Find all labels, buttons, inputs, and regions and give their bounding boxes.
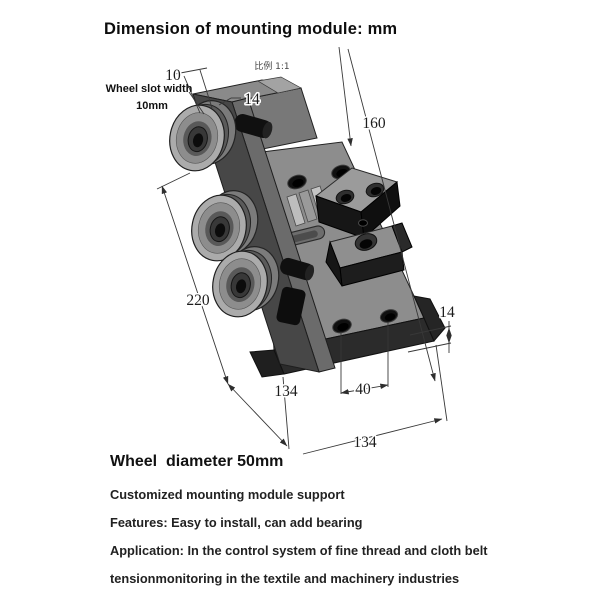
- dim-40-line: [340, 383, 389, 395]
- wheel-diameter-heading: Wheel diameter 50mm: [110, 453, 284, 470]
- block-right-face: [360, 181, 401, 240]
- base-hole-bore: [384, 313, 396, 321]
- dim-14R-ext1: [409, 325, 452, 336]
- plate-top-chamfer: [257, 76, 302, 94]
- clamp-block-lower: [325, 222, 413, 287]
- dim-14top-leader: [218, 97, 232, 106]
- dim-160-line1: [338, 46, 353, 147]
- wheel-bore: [235, 279, 247, 294]
- wheel-top: [169, 100, 237, 172]
- wheel-slot-callout-line1: Wheel slot width: [106, 83, 193, 95]
- clamp-block-upper: [314, 167, 401, 240]
- scale-label: 比例 1:1: [254, 60, 289, 72]
- cylinder-body: [234, 114, 272, 138]
- base-bevel-corner: [413, 295, 446, 342]
- cylinder-end: [262, 121, 273, 139]
- block-left-bevel: [325, 240, 343, 287]
- detail-line: Customized mounting module support: [110, 487, 345, 502]
- dim-220-label: 220: [186, 292, 210, 309]
- rib: [286, 193, 306, 227]
- detail-line: Features: Easy to install, can add beari…: [110, 515, 363, 530]
- block-hole-bore: [370, 187, 382, 195]
- dimension-annotations: 10 Wheel slot width 10mm 14 比例 1:1 160 2…: [106, 46, 457, 455]
- spacer-cylinder-middle: [280, 257, 315, 281]
- detail-line: Application: In the control system of fi…: [110, 543, 488, 558]
- dim-10-ext1: [183, 75, 201, 114]
- dim-160-label: 160: [362, 115, 386, 132]
- dim-10-label: 10: [165, 67, 181, 84]
- wheel-bore: [192, 133, 204, 148]
- dim-14top-label: 14: [244, 91, 260, 108]
- spacer-cylinder-top: [234, 114, 273, 139]
- dim-10-ext2: [199, 69, 213, 109]
- spacer-block-bottom: [276, 286, 306, 326]
- dim-134B-label: 134: [353, 434, 377, 451]
- dim-14R-ext2: [407, 342, 452, 353]
- dim-134B-line: [302, 418, 443, 455]
- base-hole-bore: [292, 178, 304, 188]
- cylinder-end: [304, 264, 315, 281]
- block-hole-bore: [340, 194, 352, 202]
- block-body: [276, 286, 306, 326]
- dim-40-label: 40: [355, 381, 371, 398]
- callout-leader: [188, 91, 205, 115]
- set-screw-hole: [358, 219, 368, 227]
- dim-14R-label: 14: [439, 304, 455, 321]
- dim-134L-line: [227, 383, 288, 447]
- wheel-slot-callout-line2: 10mm: [136, 100, 168, 112]
- slot-inner: [290, 230, 318, 243]
- block-big-hole-bore: [359, 239, 373, 249]
- dim-134B-ext: [435, 344, 448, 422]
- page-title: Dimension of mounting module: mm: [104, 20, 398, 38]
- base-left-face: [249, 349, 285, 378]
- base-hole-bore: [337, 322, 349, 332]
- dim-160-line2: [347, 48, 436, 382]
- detail-line: tensionmonitoring in the textile and mac…: [110, 571, 460, 586]
- dim-134L-label: 134: [274, 383, 298, 400]
- dim-10-bar: [174, 67, 208, 75]
- dim-220-line: [161, 185, 229, 385]
- rib: [298, 189, 318, 223]
- product-details: Wheel diameter 50mm Customized mounting …: [110, 453, 580, 593]
